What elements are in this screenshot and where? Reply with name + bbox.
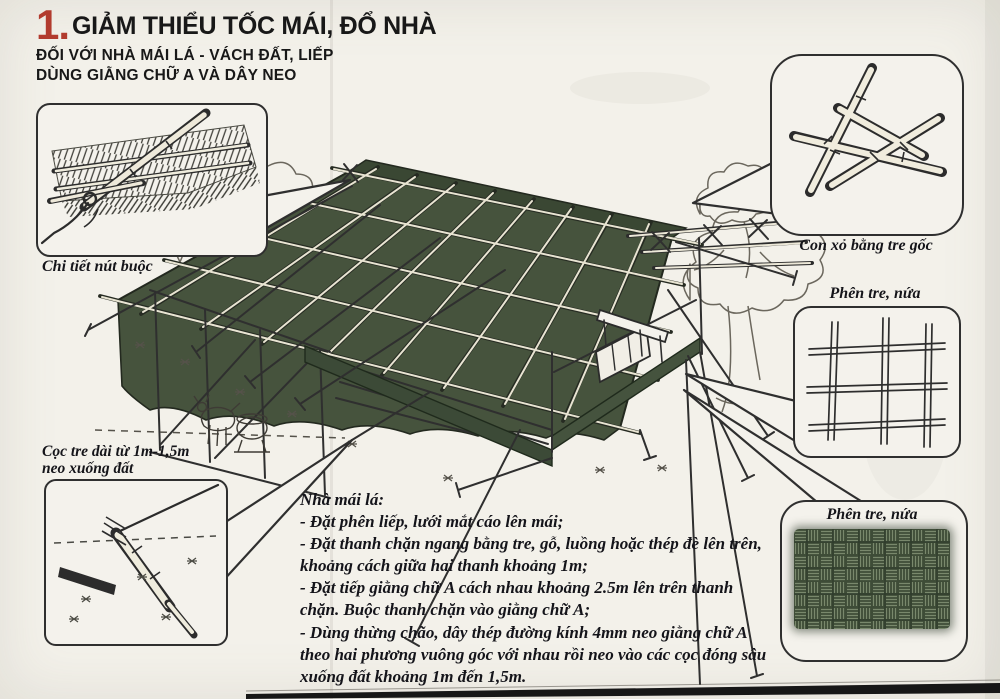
page-title: GIẢM THIỂU TỐC MÁI, ĐỔ NHÀ (72, 12, 437, 40)
front-plinth (304, 344, 553, 468)
bamboo-peg-sketch (789, 63, 947, 197)
ground-stake-caption-line1: Cọc tre dài từ 1m-1,5m (42, 443, 190, 460)
right-wall-porch (551, 237, 703, 453)
bamboo-weave-caption: Phên tre, nứa (826, 506, 918, 523)
bamboo-peg-callout (770, 54, 964, 236)
title-block: 1. GIẢM THIỂU TỐC MÁI, ĐỔ NHÀ ĐỐI VỚI NH… (36, 1, 437, 85)
title-subtitle-1: ĐỐI VỚI NHÀ MÁI LÁ - VÁCH ĐẤT, LIẾP (36, 46, 334, 64)
instruction-item: - Dùng thừng chão, dây thép đường kính 4… (300, 622, 767, 686)
callout-tails (219, 158, 874, 585)
bamboo-lattice-callout (793, 306, 961, 458)
bamboo-lattice-sketch (806, 317, 948, 448)
instructions-heading: Nhà mái lá: (300, 490, 385, 509)
instruction-item: - Đặt tiếp giằng chữ A cách nhau khoảng … (300, 578, 734, 620)
animal-pot-sketch (193, 394, 270, 453)
ground-stake-caption-line2: neo xuống đất (42, 460, 134, 478)
ground-stake-caption: Cọc tre dài từ 1m-1,5m neo xuống đất (42, 443, 190, 478)
grass-tufts (135, 341, 667, 482)
instruction-item: - Đặt thanh chặn ngang bằng tre, gỗ, luồ… (300, 534, 762, 576)
ground-stake-callout (44, 479, 228, 646)
instruction-item: - Đặt phên liếp, lưới mắt cáo lên mái; (300, 512, 564, 532)
house (98, 159, 814, 499)
ridge-pegs (342, 163, 769, 253)
title-number: 1. (36, 1, 70, 48)
knot-detail-caption: Chi tiết nút buộc (42, 258, 153, 275)
ground-line (94, 429, 346, 439)
ground-stake-sketch (53, 483, 220, 639)
scan-edge (245, 679, 1000, 699)
knot-detail-callout (36, 103, 268, 257)
bamboo-peg-caption: Con xỏ bằng tre gốc (799, 237, 933, 254)
bamboo-lattice-caption: Phên tre, nứa (829, 285, 921, 302)
bamboo-weave-texture (794, 529, 950, 629)
knot-detail-sketch (40, 108, 260, 245)
instructions-block: Nhà mái lá: - Đặt phên liếp, lưới mắt cá… (300, 489, 768, 688)
title-subtitle-2: DÙNG GIẰNG CHỮ A VÀ DÂY NEO (36, 67, 297, 85)
